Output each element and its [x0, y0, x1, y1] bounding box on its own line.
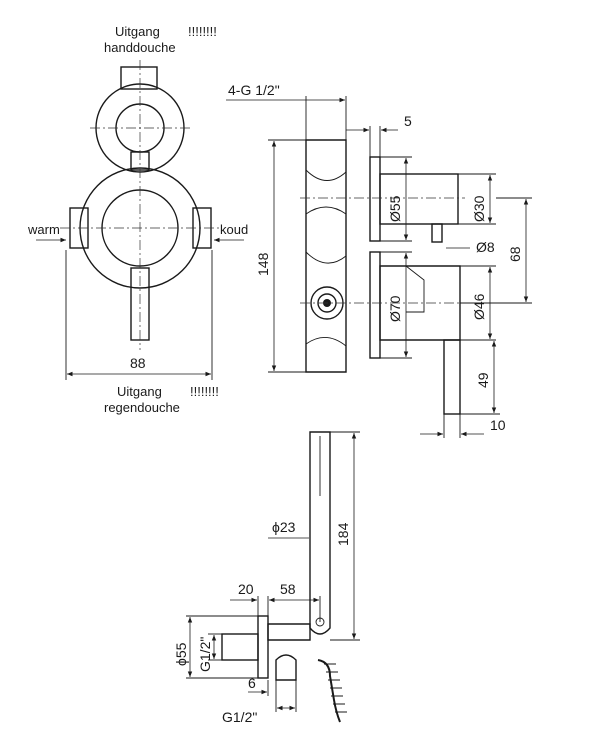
rosette-lower-dia: Ø70: [387, 295, 403, 322]
hand-outlet-line1: Uitgang: [115, 24, 160, 39]
hose-rings: [324, 663, 347, 713]
thread-bottom: G1/2": [222, 709, 257, 725]
elbow-depth: 20: [238, 581, 254, 597]
thread-dim: 4-G 1/2": [228, 82, 280, 98]
front-view: warm koud 88 Uitgang handdouche !!!!!!!!…: [27, 24, 248, 415]
knob-dia: Ø30: [471, 195, 487, 222]
lower-rosette: [369, 251, 381, 359]
elbow-outlet: [275, 654, 297, 681]
upper-knob: [379, 173, 459, 225]
lever-width: 10: [490, 417, 506, 433]
body-contour-2: [305, 206, 347, 215]
handle-chamfer: [405, 265, 425, 313]
koud-label: koud: [220, 222, 248, 237]
wall-body: [305, 139, 347, 373]
lever-length: 49: [475, 372, 491, 388]
offset-dim: 6: [248, 675, 256, 691]
rosette-upper-dia: Ø55: [387, 195, 403, 222]
body-contour-3: [305, 251, 347, 264]
width-dim: 88: [130, 355, 146, 371]
wall-connector: [221, 633, 259, 661]
side-view: 4-G 1/2" 5 148 Ø55 Ø30 Ø8 68 Ø: [226, 82, 532, 438]
shower-hose: [317, 659, 341, 723]
side-lever: [443, 339, 461, 415]
upper-rosette: [369, 156, 381, 242]
hand-shower-view: 184 ϕ23 20 58 ϕ55 G1/2" 6 G1/2": [173, 431, 360, 725]
knob-pin: [431, 223, 443, 243]
flange-dia: ϕ55: [173, 642, 189, 666]
warm-label: warm: [27, 222, 60, 237]
top-stub: [120, 66, 158, 90]
elbow-reach: 58: [280, 581, 296, 597]
body-contour-1: [305, 169, 347, 181]
height-dim: 148: [255, 252, 271, 276]
rain-outlet-mark: !!!!!!!!: [190, 384, 219, 399]
rain-outlet-line2: regendouche: [104, 400, 180, 415]
hand-outlet-line2: handdouche: [104, 40, 176, 55]
body-contour-4: [305, 337, 347, 347]
handle-body-dia: Ø46: [471, 293, 487, 320]
gap-dim: 5: [404, 113, 412, 129]
wall-flange: [257, 615, 269, 679]
rain-outlet-line1: Uitgang: [117, 384, 162, 399]
thread-side: G1/2": [197, 637, 213, 672]
holder-arm: [267, 623, 311, 641]
handle-dia: ϕ23: [272, 519, 296, 535]
pin-dia: Ø8: [476, 239, 495, 255]
hand-outlet-mark: !!!!!!!!: [188, 24, 217, 39]
spacing-dim: 68: [507, 246, 523, 262]
handle-length: 184: [335, 522, 351, 546]
